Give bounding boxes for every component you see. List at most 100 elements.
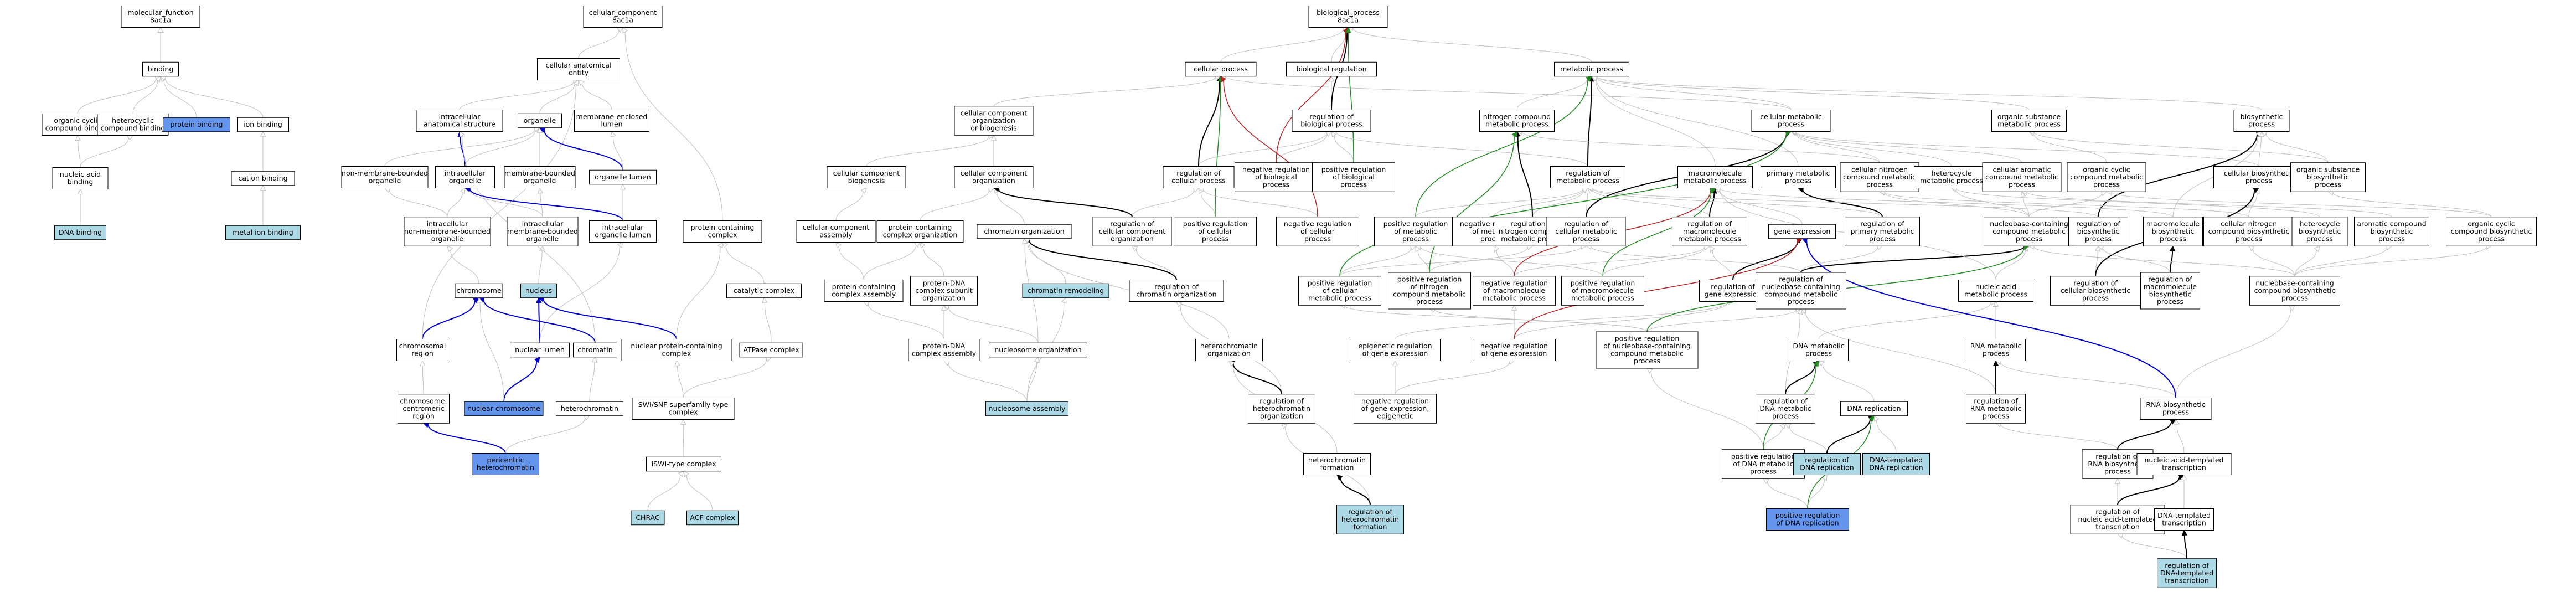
- term-node-atpase[interactable]: ATPase complex: [739, 342, 803, 358]
- term-node-binding[interactable]: binding: [142, 61, 179, 77]
- term-node-acf[interactable]: ACF complex: [686, 510, 739, 526]
- term-node-rnbcmp[interactable]: regulation ofnucleobase-containingcompou…: [1756, 272, 1846, 310]
- term-node-dnab[interactable]: DNA binding: [54, 225, 106, 240]
- term-node-mp[interactable]: metabolic process: [1554, 61, 1629, 77]
- term-node-nucorg[interactable]: nucleosome organization: [989, 342, 1087, 358]
- term-node-nucasm[interactable]: nucleosome assembly: [985, 401, 1068, 416]
- term-node-iswi[interactable]: ISWI-type complex: [646, 456, 721, 472]
- term-node-mib[interactable]: metal ion binding: [225, 225, 301, 240]
- term-node-rmacbp[interactable]: regulation ofmacromoleculebiosyntheticpr…: [2140, 272, 2200, 310]
- term-node-chremod[interactable]: chromatin remodeling: [1022, 283, 1109, 298]
- term-node-cp[interactable]: cellular process: [1185, 61, 1257, 77]
- term-node-pb[interactable]: protein binding: [163, 117, 230, 132]
- term-node-ol[interactable]: organelle lumen: [589, 169, 657, 185]
- term-node-catcx[interactable]: catalytic complex: [726, 283, 802, 298]
- term-node-cationb[interactable]: cation binding: [231, 171, 295, 186]
- term-node-dnarep[interactable]: DNA replication: [1840, 401, 1908, 416]
- term-node-nucleus[interactable]: nucleus: [520, 283, 557, 298]
- term-node-chromorg[interactable]: chromatin organization: [977, 224, 1072, 239]
- term-node-breg[interactable]: biological regulation: [1286, 61, 1377, 77]
